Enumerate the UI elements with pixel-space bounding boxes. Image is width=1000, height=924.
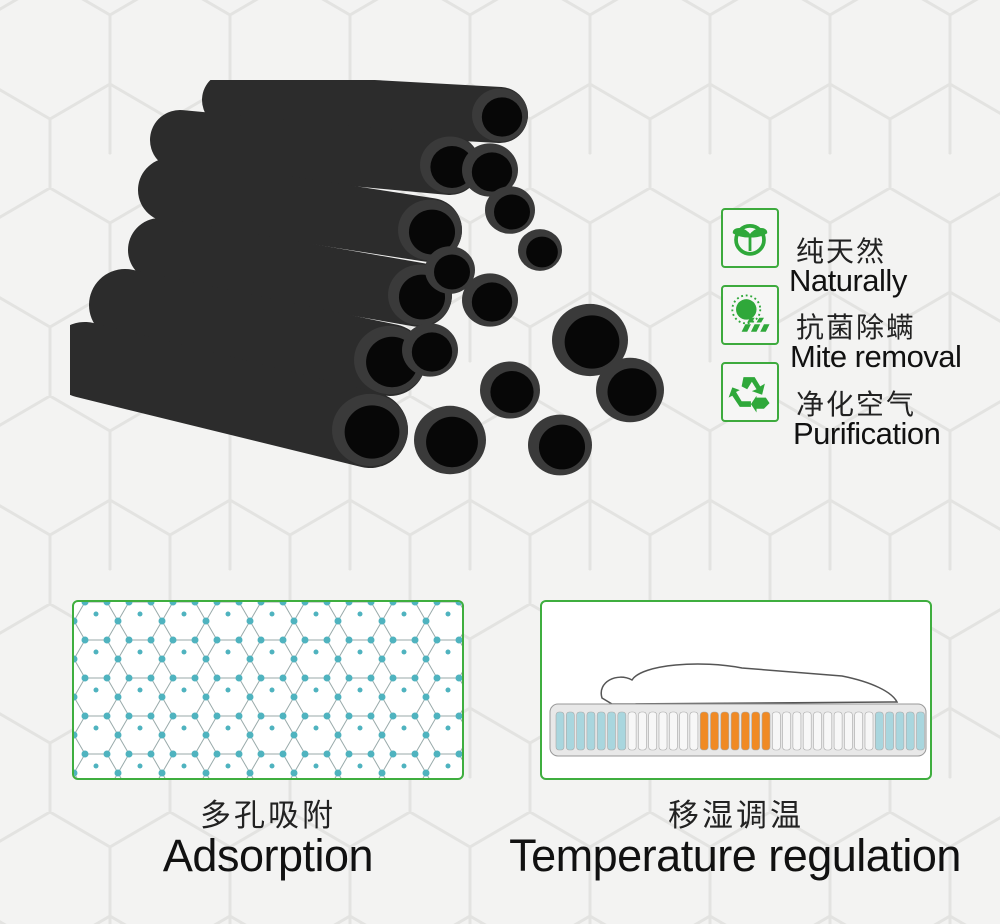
charcoal-tube-body — [70, 322, 408, 468]
temperature-caption-en: Temperature regulation — [509, 830, 961, 881]
mattress-spring — [741, 711, 750, 751]
adsorption-caption-cn: 多孔吸附 — [200, 798, 336, 833]
sun-solar-panel-icon — [721, 285, 779, 345]
mattress-spring — [689, 711, 699, 751]
mattress-spring — [874, 711, 884, 751]
feature-cn-mite: 抗菌除螨 — [796, 312, 917, 343]
mattress-spring — [555, 711, 565, 751]
mattress-spring — [905, 711, 915, 751]
leaf-sprout-icon — [721, 208, 779, 268]
adsorption-caption-en: Adsorption — [162, 830, 374, 881]
mattress-spring — [565, 711, 575, 751]
charcoal-tube-body — [150, 110, 480, 195]
charcoal-tube-hole — [471, 152, 513, 192]
charcoal-tube-hole — [494, 194, 530, 230]
mattress-spring — [792, 711, 802, 751]
charcoal-tubes-image — [70, 80, 664, 476]
mattress-spring — [854, 711, 864, 751]
charcoal-tube-hole — [430, 146, 474, 188]
charcoal-tube-hole — [471, 282, 513, 322]
mattress-spring — [813, 711, 822, 751]
mattress-spring — [761, 711, 771, 751]
charcoal-tube-hole — [481, 97, 523, 137]
charcoal-tube-body — [138, 158, 462, 262]
mattress-spring — [844, 711, 853, 751]
mattress-spring — [617, 711, 627, 751]
recycle-icon — [721, 362, 779, 422]
mattress-spring — [772, 711, 781, 751]
charcoal-tube-hole — [538, 424, 586, 470]
mattress-spring — [782, 711, 791, 751]
mattress-spring — [823, 711, 833, 751]
charcoal-tube-hole — [411, 332, 453, 372]
mattress-spring — [751, 711, 760, 751]
temperature-caption-cn: 移湿调温 — [668, 798, 804, 833]
mattress-spring — [576, 711, 585, 751]
mattress-spring — [710, 711, 719, 751]
mattress-spring — [730, 711, 740, 751]
charcoal-tube-hole — [408, 209, 456, 255]
feature-cn-purify: 净化空气 — [796, 389, 917, 420]
mattress-spring — [864, 711, 874, 751]
charcoal-tube-body — [128, 218, 452, 327]
charcoal-tube-hole — [344, 405, 400, 459]
mattress-spring — [586, 711, 596, 751]
mattress-spring — [895, 711, 905, 751]
charcoal-tube-body — [89, 269, 426, 396]
feature-cn-natural: 纯天然 — [796, 236, 887, 267]
feature-en-natural: Naturally — [789, 263, 907, 298]
mattress-spring — [648, 711, 657, 751]
mattress-sleeper-illustration — [549, 663, 927, 757]
feature-en-mite: Mite removal — [790, 339, 962, 374]
porous-molecule-illustration — [74, 602, 462, 778]
mattress-spring — [916, 711, 925, 751]
adsorption-panel — [72, 600, 464, 780]
mattress-spring — [638, 711, 647, 751]
charcoal-tube-hole — [564, 315, 620, 369]
mattress-spring — [679, 711, 688, 751]
mattress-spring — [833, 711, 843, 751]
mattress-spring — [802, 711, 812, 751]
mattress-spring — [720, 711, 730, 751]
mattress-spring — [699, 711, 709, 751]
mattress-spring — [596, 711, 606, 751]
charcoal-tube-body — [202, 80, 528, 143]
mattress-spring — [885, 711, 894, 751]
mattress-spring — [669, 711, 678, 751]
charcoal-tube-hole — [426, 416, 478, 468]
temperature-panel — [540, 600, 932, 780]
charcoal-tube-hole — [526, 236, 558, 268]
charcoal-tube-hole — [490, 371, 534, 413]
mattress-spring — [607, 711, 616, 751]
charcoal-tube-hole — [607, 368, 657, 416]
charcoal-tube-hole — [434, 254, 470, 290]
mattress-spring — [658, 711, 668, 751]
mattress-spring — [627, 711, 637, 751]
feature-en-purify: Purification — [793, 416, 941, 451]
